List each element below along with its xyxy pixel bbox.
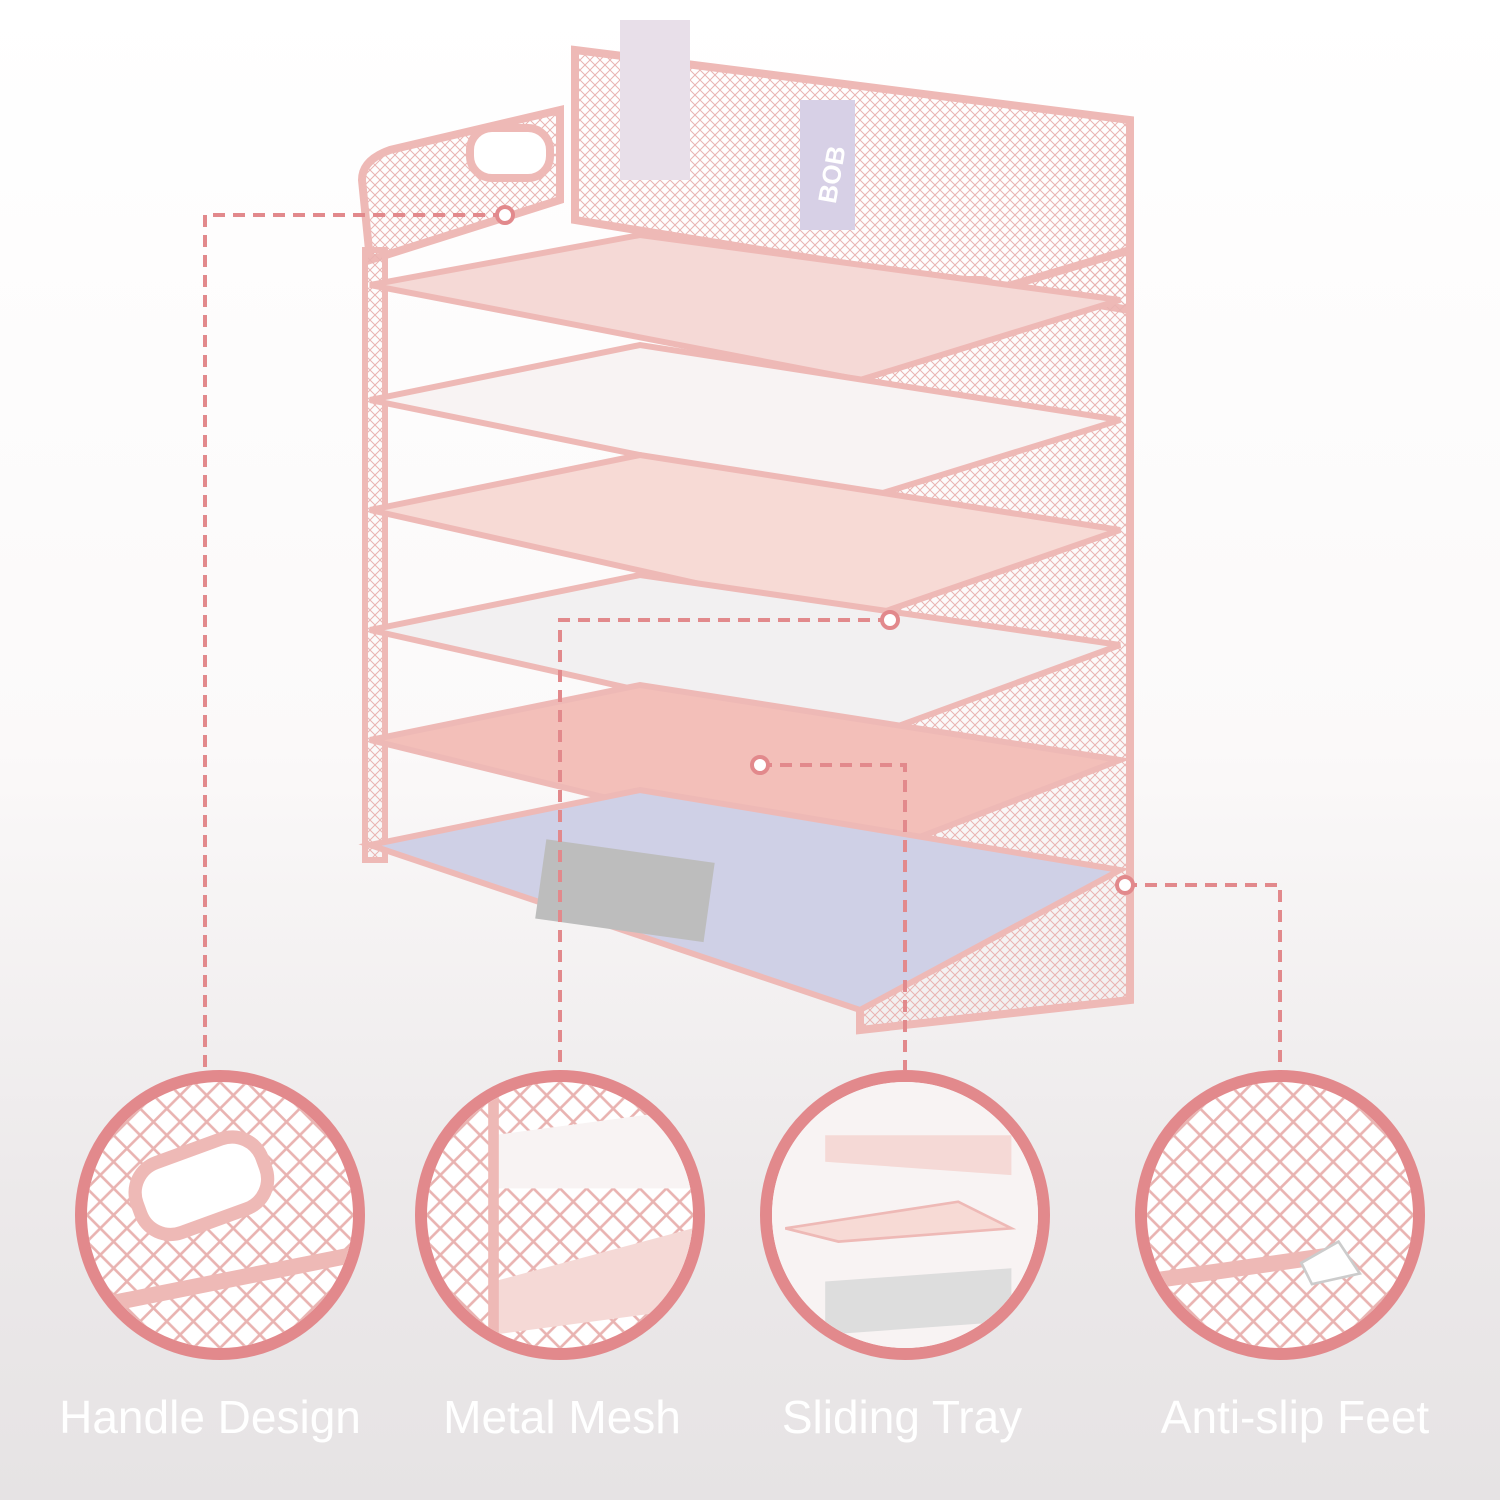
mesh-detail-icon [427,1082,693,1348]
feature-label-metal-mesh: Metal Mesh [443,1391,681,1443]
feature-label-anti-slip-feet: Anti-slip Feet [1160,1391,1430,1443]
sliding-tray-detail-icon [772,1082,1038,1348]
pen-cup [620,20,690,180]
feature-label-sliding-tray: Sliding Tray [781,1391,1023,1443]
callout-lines [203,213,1282,1100]
feature-label-handle-design: Handle Design [59,1391,361,1443]
handle-left [466,124,554,182]
metal-mesh-circle [415,1070,705,1360]
handle-detail-circle [75,1070,365,1360]
anti-slip-feet-detail-icon [1147,1082,1413,1348]
anti-slip-feet-circle [1135,1070,1425,1360]
clipboard-clip [535,839,715,943]
handle-detail-icon [87,1082,353,1348]
sliding-tray-circle [760,1070,1050,1360]
callout-dots [495,205,1135,895]
trays [358,231,1132,1014]
